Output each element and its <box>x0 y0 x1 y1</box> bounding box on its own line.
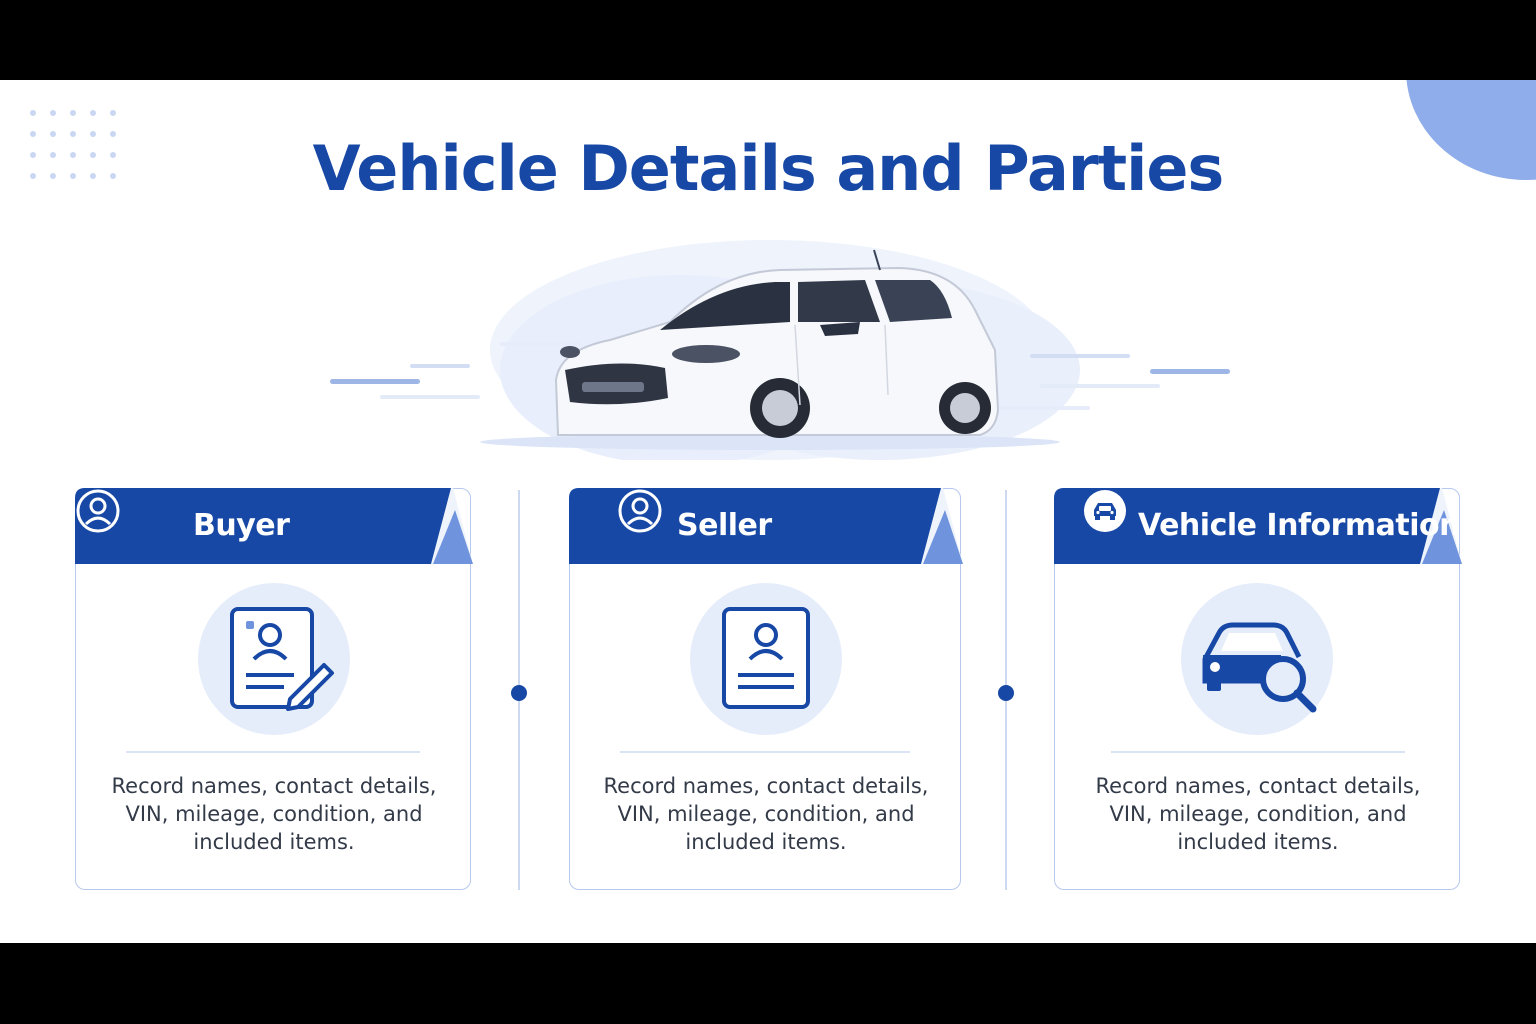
seller-card: Seller Record names, contact details, VI… <box>569 488 963 890</box>
speed-line <box>330 379 420 384</box>
card-header: Seller <box>569 488 963 564</box>
card-divider <box>1111 751 1405 753</box>
card-description: Record names, contact details, VIN, mile… <box>603 774 929 854</box>
car-illustration <box>330 240 1230 460</box>
buyer-card: Buyer Record names, contact details, VIN… <box>75 488 473 890</box>
card-divider <box>620 751 910 753</box>
decorative-dot-grid <box>30 110 120 182</box>
profile-edit-document-icon <box>230 607 334 711</box>
icon-badge <box>690 583 842 735</box>
card-title: Vehicle Information <box>1138 508 1461 543</box>
card-description: Record names, contact details, VIN, mile… <box>111 774 437 854</box>
icon-badge <box>1181 583 1333 735</box>
slide: Vehicle Details and Parties <box>0 80 1536 943</box>
icon-badge <box>198 583 350 735</box>
speed-line <box>380 395 480 399</box>
car-search-icon <box>1202 622 1317 713</box>
separator-dot <box>511 685 527 701</box>
user-circle-icon <box>618 489 662 533</box>
profile-document-icon <box>722 607 810 709</box>
speed-line <box>1150 369 1230 374</box>
vehicle-information-card: Vehicle Information Record names, contac… <box>1054 488 1462 890</box>
card-description: Record names, contact details, VIN, mile… <box>1095 774 1421 854</box>
card-header: Buyer <box>75 488 473 564</box>
card-title: Seller <box>677 508 772 543</box>
speed-line <box>1040 384 1160 388</box>
speed-line <box>410 364 470 368</box>
card-title: Buyer <box>193 508 290 543</box>
separator-dot <box>998 685 1014 701</box>
speed-line <box>500 342 580 346</box>
speed-line <box>1030 354 1130 358</box>
card-divider <box>126 751 420 753</box>
speed-line <box>1000 406 1090 410</box>
card-header: Vehicle Information <box>1054 488 1462 564</box>
page-title: Vehicle Details and Parties <box>312 132 1225 205</box>
user-circle-icon <box>76 489 120 533</box>
car-circle-icon <box>1084 490 1126 532</box>
